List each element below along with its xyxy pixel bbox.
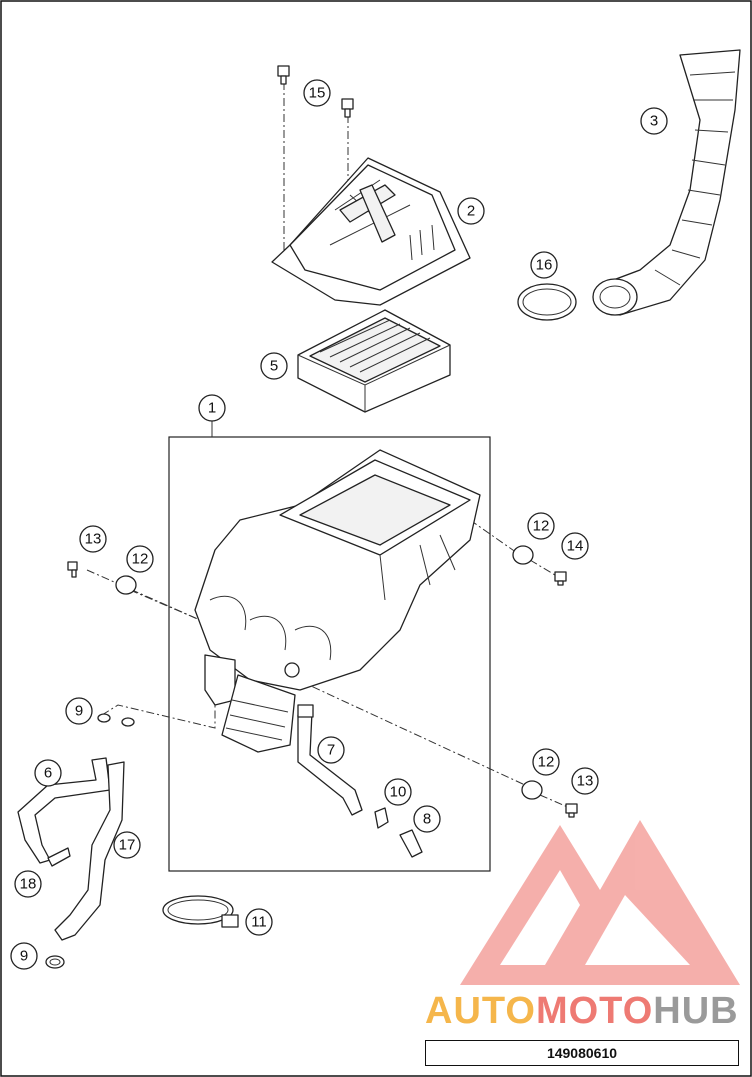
airbox-cover-part-2: [271, 157, 471, 306]
svg-text:5: 5: [270, 358, 278, 375]
callout-12: 12: [532, 748, 560, 776]
svg-text:12: 12: [132, 551, 149, 568]
watermark-moto: MOTO: [535, 990, 654, 1032]
svg-text:12: 12: [533, 518, 550, 535]
svg-text:2: 2: [467, 203, 475, 220]
air-filter-part-5: [297, 309, 451, 413]
clip-part-18: [47, 847, 71, 867]
callout-8: 8: [413, 805, 441, 833]
assembly-1-box: [168, 436, 491, 872]
svg-text:9: 9: [75, 703, 83, 720]
leader-lines: [86, 82, 571, 809]
callout-12: 12: [527, 512, 555, 540]
callout-5: 5: [260, 352, 288, 380]
hose-part-17: [54, 761, 125, 941]
callout-9: 9: [10, 942, 38, 970]
callout-7: 7: [317, 736, 345, 764]
callout-6: 6: [34, 759, 62, 787]
grommet-screw-right-lower: [521, 780, 578, 818]
svg-text:7: 7: [327, 742, 335, 759]
svg-text:11: 11: [251, 914, 267, 931]
svg-text:9: 9: [20, 948, 28, 965]
callout-18: 18: [14, 870, 42, 898]
callout-9: 9: [65, 697, 93, 725]
intake-boot-part-3: [592, 49, 741, 316]
svg-text:6: 6: [44, 765, 52, 782]
callout-11: 11: [245, 908, 273, 936]
callout-15: 15: [303, 79, 331, 107]
svg-text:18: 18: [20, 876, 37, 893]
svg-text:13: 13: [577, 773, 594, 790]
watermark-hub: HUB: [653, 990, 739, 1032]
svg-text:12: 12: [538, 754, 555, 771]
o-ring-part-16: [517, 283, 577, 321]
clamp-part-11: [162, 895, 239, 928]
valve-part-8: [399, 829, 423, 858]
callout-16: 16: [530, 251, 558, 279]
svg-text:10: 10: [390, 784, 407, 801]
callout-14: 14: [561, 532, 589, 560]
callout-12: 12: [126, 545, 154, 573]
svg-text:15: 15: [309, 85, 326, 102]
reference-number: 149080610: [425, 1040, 739, 1066]
clamp-part-9: [45, 713, 135, 969]
svg-text:17: 17: [119, 837, 136, 854]
callout-1: 1: [198, 394, 226, 422]
callout-13: 13: [571, 767, 599, 795]
bolt-part-15: [277, 65, 354, 118]
callout-17: 17: [113, 831, 141, 859]
watermark-logo: [460, 820, 740, 985]
callout-13: 13: [79, 525, 107, 553]
airbox-main-part-1: [194, 449, 481, 753]
watermark-auto: AUTO: [425, 990, 536, 1032]
clip-part-10: [374, 807, 389, 829]
callout-3: 3: [640, 107, 668, 135]
svg-text:8: 8: [423, 811, 431, 828]
svg-text:3: 3: [650, 113, 658, 130]
screw-grommet-left: [67, 561, 137, 595]
svg-text:1: 1: [208, 400, 216, 417]
callout-2: 2: [457, 197, 485, 225]
callout-10: 10: [384, 778, 412, 806]
watermark-text: AUTOMOTOHUB: [425, 990, 739, 1033]
grommet-screw-right-upper: [512, 545, 567, 586]
hose-part-7: [297, 704, 363, 816]
svg-text:13: 13: [85, 531, 102, 548]
svg-text:16: 16: [536, 257, 553, 274]
svg-text:14: 14: [567, 538, 584, 555]
